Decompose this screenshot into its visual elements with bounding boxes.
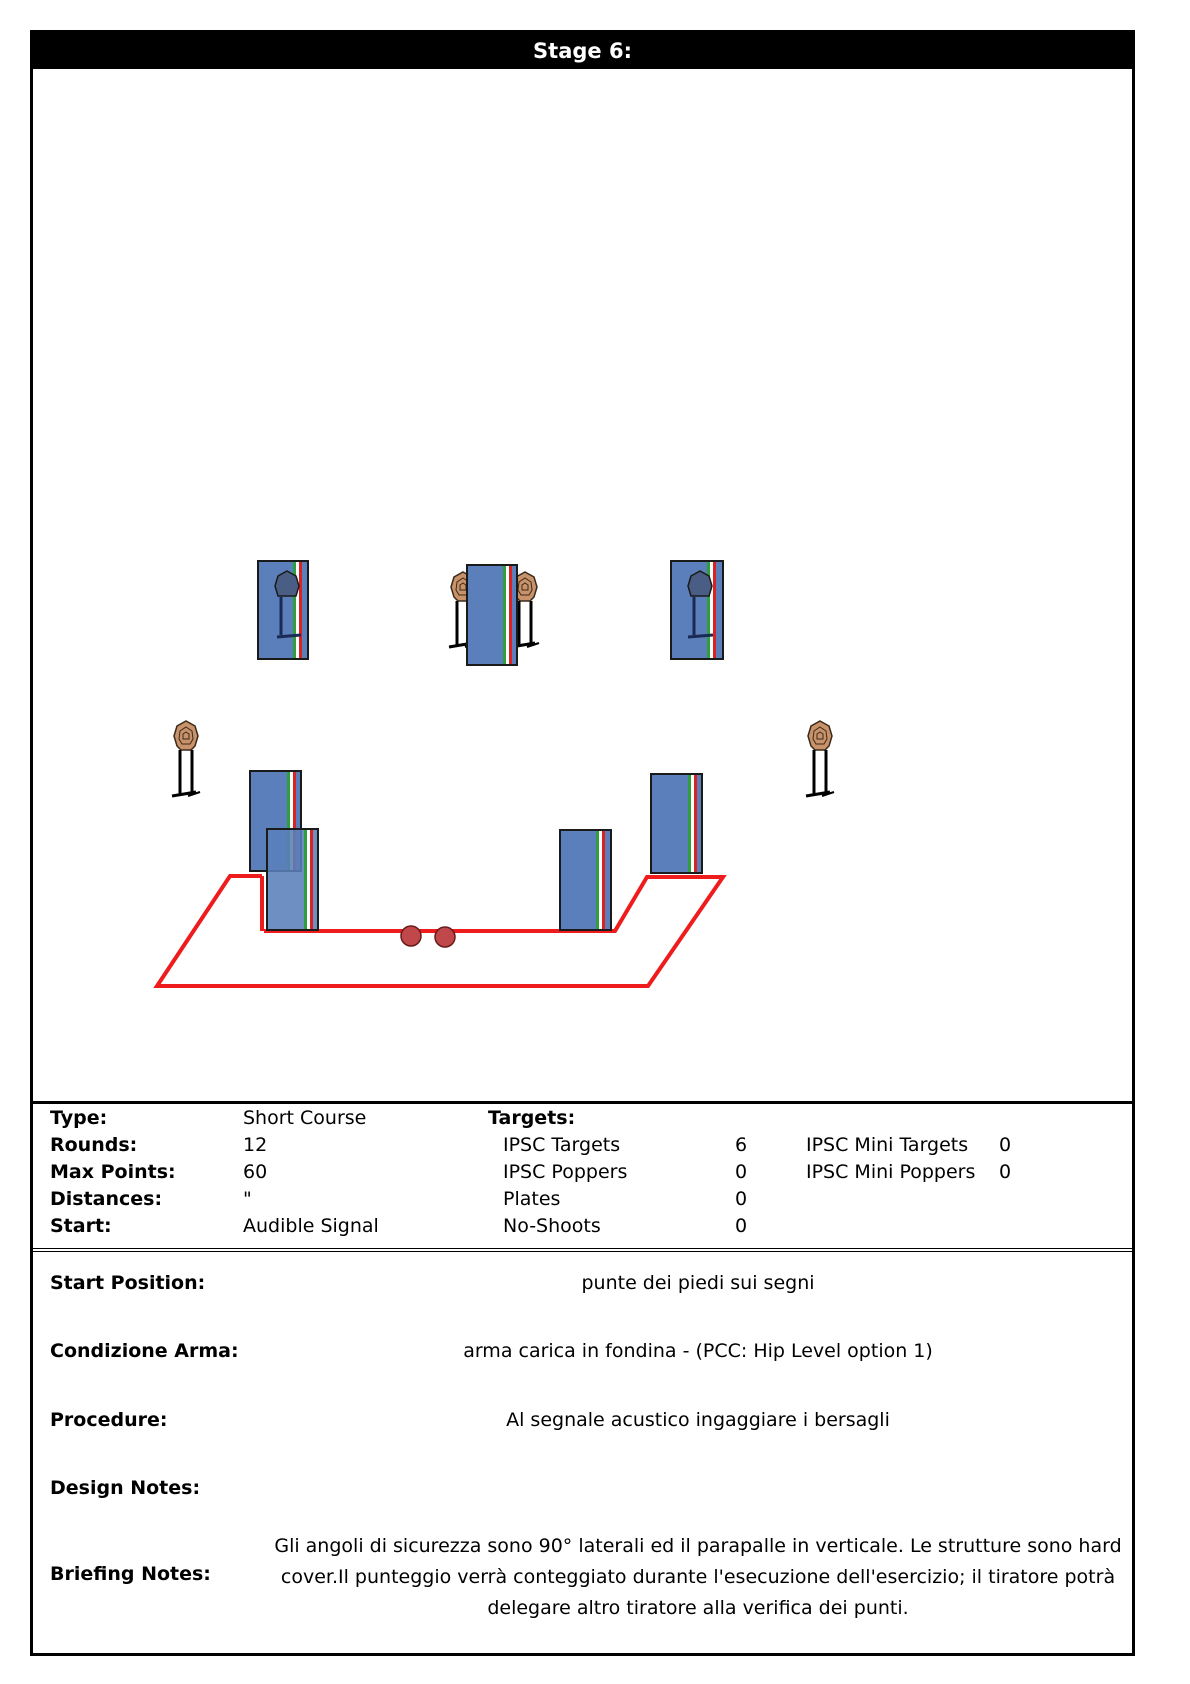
start-position-value: punte dei piedi sui segni xyxy=(581,1272,815,1294)
no-shoots-value: 0 xyxy=(735,1215,748,1237)
stage-diagram-svg xyxy=(153,560,836,988)
stage-title: Stage 6: xyxy=(33,33,1132,69)
rounds-label: Rounds: xyxy=(50,1134,138,1156)
mini-poppers-value: 0 xyxy=(999,1161,1012,1183)
distances-label: Distances: xyxy=(50,1188,163,1210)
rounds-value: 12 xyxy=(243,1134,268,1156)
ipsc-targets-value: 6 xyxy=(735,1134,748,1156)
procedure-value: Al segnale acustico ingaggiare i bersagl… xyxy=(506,1409,890,1431)
ipsc-poppers-label: IPSC Poppers xyxy=(503,1161,628,1183)
procedure-label: Procedure: xyxy=(50,1409,168,1431)
stage-info-table: Type: Short Course Rounds: 12 Max Points… xyxy=(33,1104,1132,1252)
distances-value: " xyxy=(243,1188,252,1210)
stage-diagram xyxy=(33,69,1132,1104)
mini-targets-value: 0 xyxy=(999,1134,1012,1156)
plates-label: Plates xyxy=(503,1188,561,1210)
mini-targets-label: IPSC Mini Targets xyxy=(806,1134,969,1156)
briefing-notes-label: Briefing Notes: xyxy=(50,1563,211,1585)
ipsc-target-left xyxy=(170,719,202,798)
stage-notes: Start Position: punte dei piedi sui segn… xyxy=(33,1252,1132,1656)
stage-sheet: Stage 6: xyxy=(30,30,1135,1656)
foot-marker-left xyxy=(400,925,422,947)
max-points-label: Max Points: xyxy=(50,1161,176,1183)
ipsc-poppers-value: 0 xyxy=(735,1161,748,1183)
foot-marker-right xyxy=(434,926,456,948)
back-wall-center xyxy=(447,564,541,666)
shooting-area xyxy=(153,874,727,988)
plates-value: 0 xyxy=(735,1188,748,1210)
front-wall-center-right xyxy=(559,829,612,931)
condizione-arma-value: arma carica in fondina - (PCC: Hip Level… xyxy=(463,1340,933,1362)
start-value: Audible Signal xyxy=(243,1215,379,1237)
type-value: Short Course xyxy=(243,1107,367,1129)
no-shoots-label: No-Shoots xyxy=(503,1215,601,1237)
briefing-notes-value: Gli angoli di sicurezza sono 90° lateral… xyxy=(274,1535,1122,1619)
mini-poppers-label: IPSC Mini Poppers xyxy=(806,1161,976,1183)
ipsc-target-right xyxy=(804,719,836,798)
front-wall-right xyxy=(650,773,703,874)
front-wall-left-front xyxy=(266,828,319,931)
start-position-label: Start Position: xyxy=(50,1272,206,1294)
back-wall-right xyxy=(670,560,724,660)
condizione-arma-label: Condizione Arma: xyxy=(50,1340,239,1362)
start-label: Start: xyxy=(50,1215,112,1237)
max-points-value: 60 xyxy=(243,1161,268,1183)
targets-heading: Targets: xyxy=(488,1107,576,1129)
back-wall-left xyxy=(257,560,309,660)
design-notes-label: Design Notes: xyxy=(50,1477,201,1499)
ipsc-targets-label: IPSC Targets xyxy=(503,1134,621,1156)
type-label: Type: xyxy=(50,1107,108,1129)
